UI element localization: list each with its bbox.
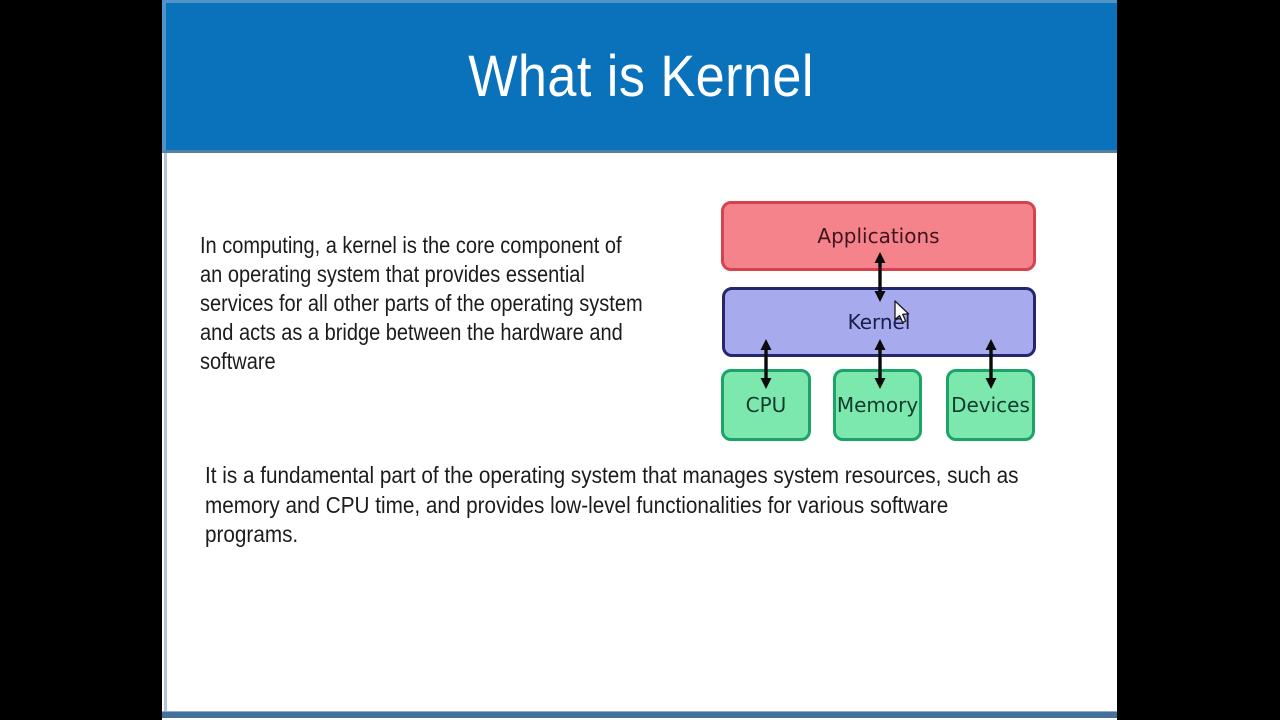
node-devices: Devices [946,369,1035,441]
node-devices-label: Devices [951,393,1030,417]
intro-paragraph: In computing, a kernel is the core compo… [200,231,643,376]
double-arrow-icon [983,338,999,390]
intro-line: services for all other parts of the oper… [200,290,643,316]
node-cpu-label: CPU [745,393,787,417]
intro-line: an operating system that provides essent… [200,261,585,287]
mouse-cursor-icon [893,300,910,325]
double-arrow-icon [872,251,888,303]
node-memory: Memory [833,369,922,441]
kernel-diagram: Applications Kernel CPU Memory Devices [162,0,1117,720]
title-banner: What is Kernel [162,0,1117,153]
summary-line: memory and CPU time, and provides low-le… [205,491,949,518]
slide-left-edge [164,153,167,713]
page-title: What is Kernel [468,44,815,109]
intro-line: software [200,348,276,374]
summary-line: programs. [205,521,299,547]
intro-line: In computing, a kernel is the core compo… [200,232,622,258]
node-memory-label: Memory [836,393,919,417]
summary-paragraph: It is a fundamental part of the operatin… [205,461,1018,550]
slide: What is Kernel In computing, a kernel is… [162,0,1117,720]
summary-line: It is a fundamental part of the operatin… [205,462,1019,488]
slide-bottom-strip [162,711,1117,718]
double-arrow-icon [872,338,888,390]
node-applications-label: Applications [817,224,940,248]
double-arrow-icon [758,338,774,390]
intro-line: and acts as a bridge between the hardwar… [200,319,623,345]
